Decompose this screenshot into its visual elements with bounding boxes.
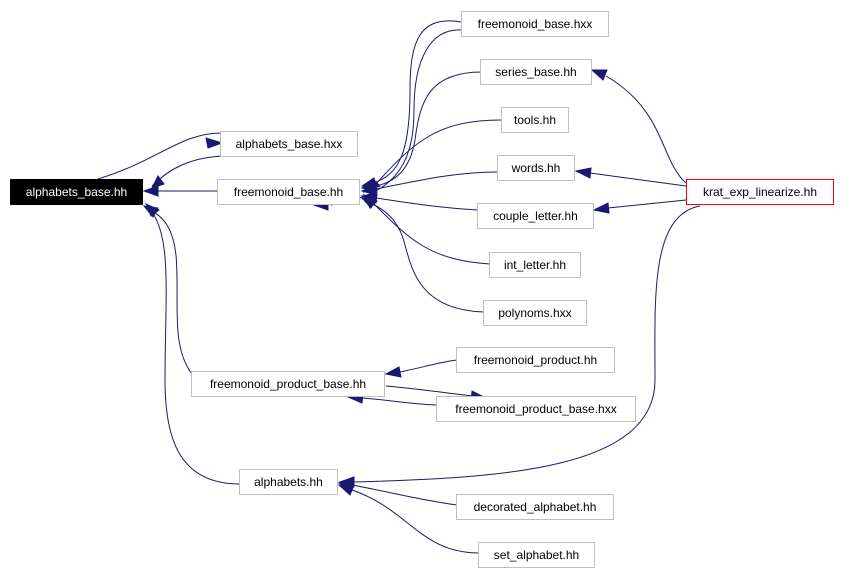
arrowhead xyxy=(205,137,224,149)
edge-freemonoid-product-hh-to-freemonoid-product-base-hh xyxy=(399,359,458,373)
edge-set-alphabet-hh-to-alphabets-hh xyxy=(351,489,481,554)
edge-freemonoid-product-base-hh-to-freemonoid-product-base-hxx xyxy=(385,385,473,397)
arrowhead xyxy=(360,197,377,209)
edge-series-base-hh-to-freemonoid-base-hh xyxy=(375,71,483,187)
arrowhead xyxy=(384,366,402,378)
node-freemonoid-base-hxx[interactable]: freemonoid_base.hxx xyxy=(461,11,609,37)
node-series-base-hh[interactable]: series_base.hh xyxy=(480,59,592,85)
node-freemonoid-product-base-hh[interactable]: freemonoid_product_base.hh xyxy=(191,371,385,397)
arrowhead xyxy=(592,202,610,214)
edge-tools-hh-to-freemonoid-base-hh xyxy=(375,119,502,185)
node-alphabets-hh[interactable]: alphabets.hh xyxy=(239,469,338,495)
node-alphabets-base-hh: alphabets_base.hh xyxy=(10,179,143,205)
node-alphabets-base-hxx[interactable]: alphabets_base.hxx xyxy=(220,131,358,157)
edge-krat-exp-linearize-to-couple-letter-hh xyxy=(607,199,687,209)
arrowhead xyxy=(337,484,355,496)
arrowhead xyxy=(360,184,378,196)
edge-krat-exp-linearize-to-words-hh xyxy=(589,172,687,187)
edge-freemonoid-product-base-hh-to-alphabets-base-hh xyxy=(151,210,193,375)
edge-freemonoid-product-base-hxx-to-freemonoid-product-base-hh xyxy=(361,397,438,406)
edge-krat-exp-linearize-to-alphabets-hh xyxy=(353,205,701,483)
node-freemonoid-product-base-hxx[interactable]: freemonoid_product_base.hxx xyxy=(436,396,636,422)
edge-int-letter-hh-to-freemonoid-base-hh xyxy=(373,203,491,265)
edge-decorated-alphabet-hh-to-alphabets-hh xyxy=(351,484,458,506)
node-decorated-alphabet-hh[interactable]: decorated_alphabet.hh xyxy=(456,494,614,520)
node-krat-exp-linearize-hh[interactable]: krat_exp_linearize.hh xyxy=(686,179,834,205)
edge-krat-exp-linearize-to-series-base-hh xyxy=(605,75,687,184)
node-couple-letter-hh[interactable]: couple_letter.hh xyxy=(477,203,594,229)
node-polynoms-hxx[interactable]: polynoms.hxx xyxy=(483,300,587,326)
node-tools-hh[interactable]: tools.hh xyxy=(501,107,569,133)
edge-freemonoid-base-hxx-to-freemonoid-base-hh xyxy=(372,20,463,184)
node-freemonoid-base-hh[interactable]: freemonoid_base.hh xyxy=(217,179,360,205)
arrowhead xyxy=(590,69,608,81)
arrowhead xyxy=(142,185,159,197)
edge-alphabets-base-hxx-to-alphabets-base-hh xyxy=(97,132,223,180)
arrowhead xyxy=(145,203,160,217)
arrowhead xyxy=(574,167,592,179)
edge-words-hh-to-freemonoid-base-hh xyxy=(375,171,499,190)
node-words-hh[interactable]: words.hh xyxy=(497,155,575,181)
edge-polynoms-hxx-to-freemonoid-base-hh xyxy=(371,203,485,313)
node-int-letter-hh[interactable]: int_letter.hh xyxy=(489,252,581,278)
node-set-alphabet-hh[interactable]: set_alphabet.hh xyxy=(478,542,595,568)
edge-alphabets-hh-to-alphabets-base-hh xyxy=(151,211,241,485)
node-freemonoid-product-hh[interactable]: freemonoid_product.hh xyxy=(456,347,615,373)
edge-couple-letter-hh-to-freemonoid-base-hh xyxy=(375,197,479,211)
